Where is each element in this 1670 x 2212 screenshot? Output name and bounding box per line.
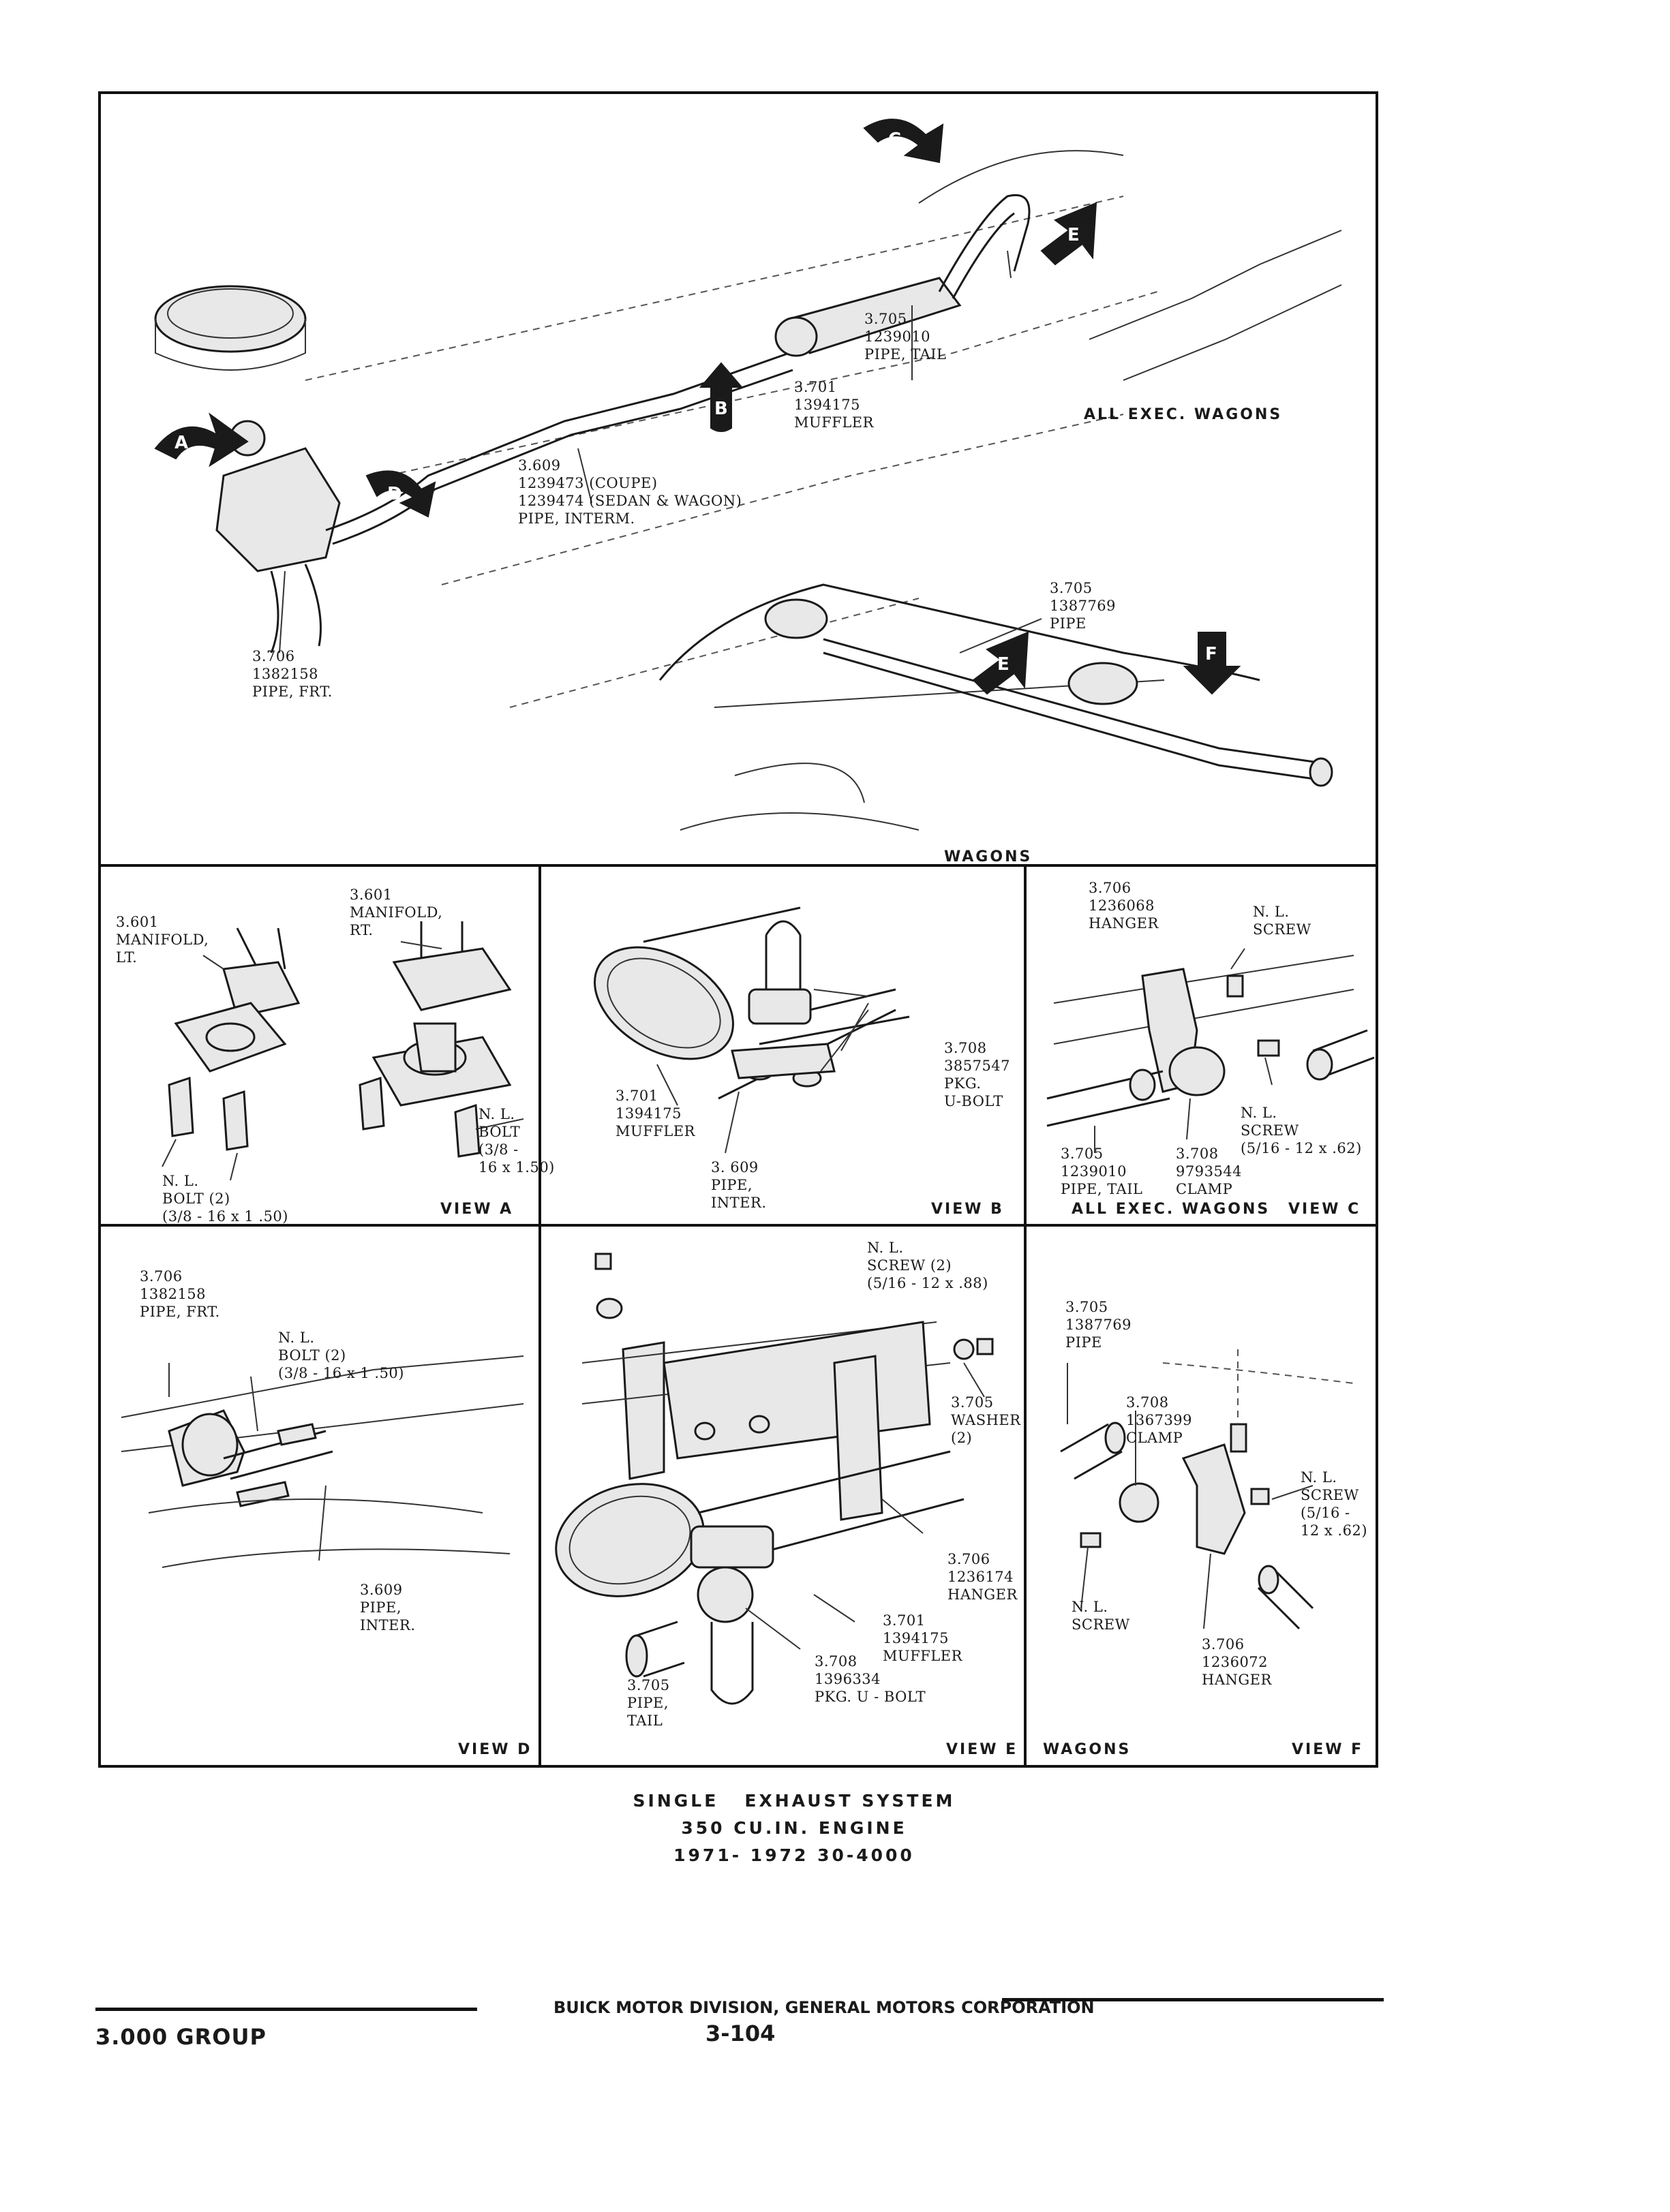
marker-d-label: D [387, 484, 402, 504]
caption-view-a: VIEW A [440, 1201, 514, 1218]
label-tail-pipe-exec: 3.705 1239010 PIPE, TAIL [864, 311, 947, 363]
label-clamp-f: 3.708 1367399 CLAMP [1126, 1394, 1193, 1446]
divider-col-2-bottom [1024, 1224, 1027, 1768]
marker-e-arrow-top: E [1040, 202, 1097, 266]
label-manifold-rt: 3.601 MANIFOLD, RT. [350, 887, 443, 938]
caption-view-c: VIEW C [1288, 1201, 1361, 1218]
label-clamp-c: 3.708 9793544 CLAMP [1176, 1146, 1243, 1197]
caption-wagons-f: WAGONS [1043, 1741, 1132, 1758]
caption-view-f: VIEW F [1292, 1741, 1364, 1758]
marker-f-label: F [1205, 644, 1217, 664]
divider-middle-row [98, 1224, 1378, 1227]
label-hanger-c: 3.706 1236068 HANGER [1089, 880, 1159, 932]
caption-wagons-main: WAGONS [944, 848, 1033, 865]
label-hanger-f: 3.706 1236072 HANGER [1202, 1636, 1272, 1688]
label-tail-pipe-c: 3.705 1239010 PIPE, TAIL [1061, 1146, 1143, 1197]
view-d-illustration [121, 1355, 524, 1568]
diagram-title-line3: 1971- 1972 30-4000 [673, 1845, 915, 1865]
caption-view-e: VIEW E [946, 1741, 1018, 1758]
label-bolt-left-a: N. L. BOLT (2) (3/8 - 16 x 1 .50) [162, 1173, 288, 1225]
caption-view-d: VIEW D [458, 1741, 532, 1758]
diagram-frame [98, 91, 1378, 1768]
view-c-illustration [1046, 948, 1375, 1153]
footer-page-number: 3-104 [705, 2021, 776, 2046]
label-screw-e: N. L. SCREW (2) (5/16 - 12 x .88) [867, 1240, 988, 1291]
main-exhaust-illustration: A B C D E E F [154, 119, 1342, 831]
view-f-illustration [1060, 1349, 1354, 1630]
label-screw-bottom-c: N. L. SCREW (5/16 - 12 x .62) [1241, 1105, 1362, 1156]
marker-e-arrow-wagon: E [972, 631, 1029, 695]
footer-group: 3.000 GROUP [95, 2024, 267, 2050]
divider-main-bottom [98, 864, 1378, 867]
label-bolt-right-a: N. L. BOLT (3/8 - 16 x 1.50) [479, 1106, 555, 1176]
view-b-illustration [594, 906, 910, 1154]
marker-b-arrow: B [699, 362, 744, 432]
label-interm-pipe: 3.609 1239473 (COUPE) 1239474 (SEDAN & W… [518, 457, 742, 527]
marker-e-label-top: E [1067, 225, 1080, 245]
marker-a-arrow: A [154, 412, 249, 467]
label-ubolt-e: 3.708 1396334 PKG. U - BOLT [815, 1653, 926, 1705]
marker-c-label: C [888, 129, 901, 150]
label-pipe-d: 3.609 PIPE, INTER. [360, 1582, 416, 1633]
label-screw-right-f: N. L. SCREW (5/16 - 12 x .62) [1301, 1469, 1368, 1539]
label-ubolt-b: 3.708 3857547 PKG. U-BOLT [944, 1040, 1011, 1109]
view-a-illustration [162, 921, 524, 1181]
label-screw-left-f: N. L. SCREW [1072, 1599, 1130, 1633]
label-manifold-lt: 3.601 MANIFOLD, LT. [116, 914, 209, 966]
caption-all-exec-wagons-c: ALL EXEC. WAGONS [1072, 1201, 1271, 1218]
marker-c-arrow: C [863, 119, 944, 164]
divider-col-1-bottom [538, 1224, 541, 1768]
view-e-illustration [555, 1253, 994, 1705]
marker-b-label: B [714, 399, 728, 419]
divider-col-2-top [1024, 864, 1027, 1225]
label-muffler-b: 3.701 1394175 MUFFLER [616, 1088, 695, 1139]
diagram-title-line2: 350 CU.IN. ENGINE [681, 1818, 907, 1838]
label-screw-top-c: N. L. SCREW [1253, 904, 1311, 938]
label-front-pipe-d: 3.706 1382158 PIPE, FRT. [140, 1268, 220, 1320]
caption-all-exec-wagons-main: ALL EXEC. WAGONS [1084, 406, 1283, 423]
label-muffler-e: 3.701 1394175 MUFFLER [883, 1612, 962, 1664]
label-front-pipe-main: 3.706 1382158 PIPE, FRT. [252, 648, 333, 700]
label-pipe-b: 3. 609 PIPE, INTER. [711, 1159, 767, 1211]
label-hanger-e: 3.706 1236174 HANGER [947, 1551, 1018, 1603]
footer-division: BUICK MOTOR DIVISION, GENERAL MOTORS COR… [553, 1998, 1095, 2017]
marker-f-arrow: F [1183, 632, 1241, 695]
marker-e-label-wagon: E [997, 654, 1009, 675]
label-bolt-d: N. L. BOLT (2) (3/8 - 16 x 1 .50) [278, 1330, 404, 1381]
label-washer-e: 3.705 WASHER (2) [951, 1394, 1021, 1446]
label-wagon-pipe: 3.705 1387769 PIPE [1050, 580, 1117, 632]
marker-d-arrow: D [365, 470, 436, 518]
caption-view-b: VIEW B [931, 1201, 1004, 1218]
divider-col-1-top [538, 864, 541, 1225]
label-muffler-main: 3.701 1394175 MUFFLER [794, 379, 874, 431]
footer-rule-left [95, 2008, 477, 2011]
label-pipe-f: 3.705 1387769 PIPE [1065, 1299, 1132, 1351]
label-tail-pipe-e: 3.705 PIPE, TAIL [627, 1677, 670, 1729]
diagram-title-line1: SINGLE EXHAUST SYSTEM [633, 1791, 956, 1811]
marker-a-label: A [174, 433, 188, 453]
footer-rule-right [1002, 1998, 1384, 2001]
